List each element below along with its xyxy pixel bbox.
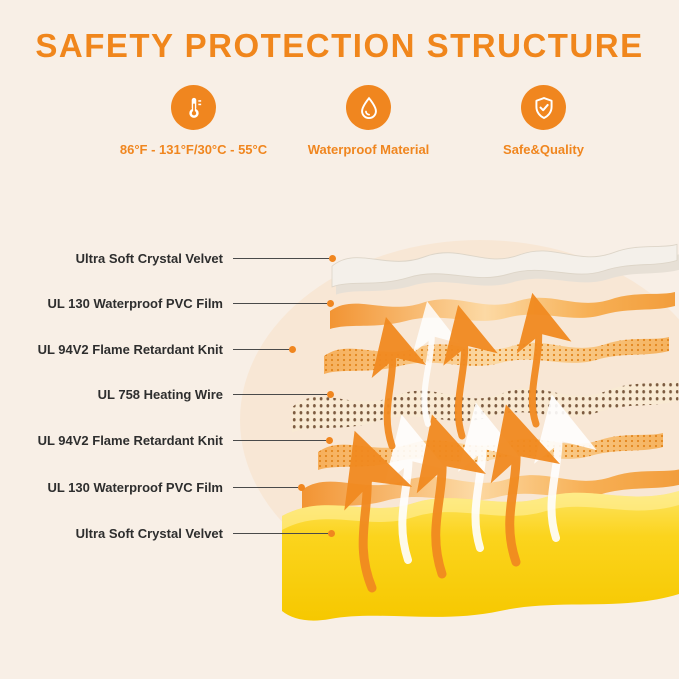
layer-row-heating-wire: UL 758 Heating Wire: [18, 384, 334, 404]
pointer-line: [233, 439, 326, 441]
features-row: 86°F - 131°F/30°C - 55°C Waterproof Mate…: [106, 85, 631, 157]
pointer-line: [233, 257, 329, 259]
layer-label: UL 94V2 Flame Retardant Knit: [37, 432, 223, 448]
feature-label-quality: Safe&Quality: [503, 142, 584, 157]
pointer-line: [233, 348, 289, 350]
pointer-line: [233, 302, 327, 304]
pointer-dot: [298, 483, 305, 491]
pointer-dot: [328, 529, 335, 537]
pointer-dot: [327, 390, 334, 398]
feature-label-temperature: 86°F - 131°F/30°C - 55°C: [119, 142, 268, 157]
layer-row-knit-bottom: UL 94V2 Flame Retardant Knit: [18, 430, 333, 450]
layer-label: Ultra Soft Crystal Velvet: [75, 250, 223, 266]
waterdrop-icon: [346, 85, 391, 130]
shield-check-icon: [521, 85, 566, 130]
pointer-line: [233, 532, 328, 534]
pointer-dot: [329, 254, 336, 262]
layer-row-pvc-bottom: UL 130 Waterproof PVC Film: [18, 477, 305, 497]
layer-label: UL 130 Waterproof PVC Film: [47, 479, 223, 495]
layer-label: UL 758 Heating Wire: [97, 386, 223, 402]
layer-label: Ultra Soft Crystal Velvet: [75, 525, 223, 541]
pointer-line: [233, 486, 298, 488]
layer-row-knit-top: UL 94V2 Flame Retardant Knit: [18, 339, 296, 359]
thermometer-icon: [171, 85, 216, 130]
pointer-dot: [326, 436, 333, 444]
pointer-dot: [327, 299, 334, 307]
feature-waterproof: Waterproof Material: [281, 85, 456, 157]
layer-row-pvc-top: UL 130 Waterproof PVC Film: [18, 293, 334, 313]
feature-quality: Safe&Quality: [456, 85, 631, 157]
feature-temperature: 86°F - 131°F/30°C - 55°C: [106, 85, 281, 157]
feature-label-waterproof: Waterproof Material: [307, 142, 430, 157]
layer-row-bottom-velvet: Ultra Soft Crystal Velvet: [18, 523, 335, 543]
layer-label: UL 130 Waterproof PVC Film: [47, 295, 223, 311]
pointer-dot: [289, 345, 296, 353]
layer-label: UL 94V2 Flame Retardant Knit: [37, 341, 223, 357]
page-title: SAFETY PROTECTION STRUCTURE: [35, 27, 644, 64]
pointer-line: [233, 393, 327, 395]
layer-row-top-velvet: Ultra Soft Crystal Velvet: [18, 248, 336, 268]
